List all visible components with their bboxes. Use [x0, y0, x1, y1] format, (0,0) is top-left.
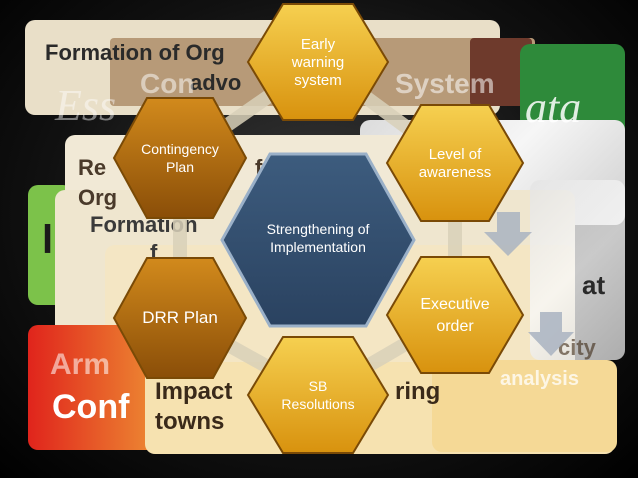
node-executive-order-label-line-2: order — [436, 318, 474, 335]
bg-text-con: Con — [140, 68, 195, 99]
node-contingency-plan-label-line-1: Contingency — [141, 141, 219, 157]
node-contingency-plan: Contingency Plan — [112, 97, 248, 219]
node-drr-plan: DRR Plan — [112, 257, 248, 379]
node-sb-resolutions-label-line-1: SB — [309, 378, 328, 394]
node-sb-resolutions: SB Resolutions — [246, 336, 390, 454]
bg-text-towns: towns — [155, 408, 225, 435]
bg-text-advo: advo — [190, 70, 242, 95]
bg-text-data: ata — [525, 83, 582, 132]
bg-text-formation-of-org: Formation of Org — [45, 40, 225, 65]
bg-text-arm: Arm — [50, 348, 111, 381]
bg-text-ring: ring — [395, 378, 441, 405]
bg-text-org: Org — [78, 185, 118, 210]
node-drr-plan-label-line-1: DRR Plan — [142, 308, 218, 327]
bg-text-analysis: analysis — [500, 368, 579, 390]
node-early-warning-system-label-line-3: system — [294, 72, 342, 89]
bg-text-conf: Conf — [52, 388, 130, 426]
bg-text-l: l — [42, 218, 54, 262]
bg-text-impact: Impact — [155, 378, 233, 405]
center-hexagon-label-line-1: Strengthening of — [267, 221, 370, 237]
background-box-bottom-right — [432, 360, 617, 452]
node-level-of-awareness: Level of awareness — [385, 104, 525, 222]
bg-text-f: f — [150, 240, 158, 265]
bg-text-at: at — [582, 270, 606, 300]
node-executive-order: Executive order — [385, 256, 525, 374]
node-early-warning-system-label-line-2: warning — [291, 54, 345, 71]
bg-arrow-2 — [528, 312, 574, 356]
center-hexagon-label-line-2: Implementation — [270, 239, 366, 255]
node-sb-resolutions-label-line-2: Resolutions — [281, 396, 354, 412]
node-executive-order-label-line-1: Executive — [420, 296, 489, 313]
node-early-warning-system-label-line-1: Early — [301, 36, 336, 53]
node-level-of-awareness-label-line-2: awareness — [419, 164, 492, 181]
node-early-warning-system: Early warning system — [246, 3, 390, 121]
bg-text-of: f — [255, 155, 263, 180]
node-level-of-awareness-label-line-1: Level of — [429, 146, 482, 163]
node-contingency-plan-label-line-2: Plan — [166, 159, 194, 175]
center-hexagon: Strengthening of Implementation — [220, 152, 416, 328]
bg-text-ess: Ess — [55, 81, 117, 130]
bg-text-re: Re — [78, 155, 107, 180]
bg-text-system: System — [395, 68, 495, 99]
bg-arrow-1 — [484, 212, 532, 256]
